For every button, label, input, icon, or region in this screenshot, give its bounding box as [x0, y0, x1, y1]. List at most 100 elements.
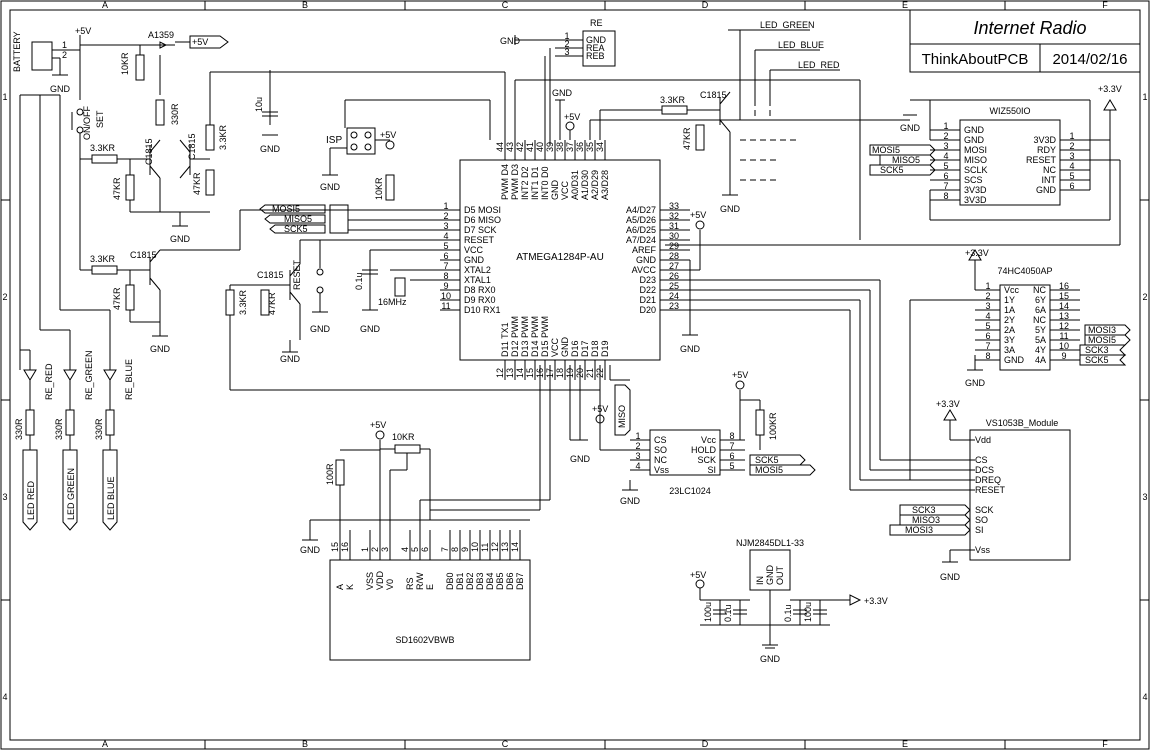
hc-pin-num: 11 [1059, 331, 1068, 341]
hc-pin-label: 3A [1004, 345, 1015, 355]
hc-pin-num: 13 [1059, 311, 1069, 321]
r10k-label: 10KR [120, 52, 130, 75]
sram-pin-label: NC [654, 455, 667, 465]
mcu-pin-label: D15 PWM [540, 316, 550, 357]
lcd-pin-num: 11 [480, 543, 490, 552]
hc-pin-label: 3Y [1004, 335, 1015, 345]
frame-row-right-3: 3 [1142, 492, 1147, 502]
sram-pin-num: 1 [635, 431, 640, 441]
wiz-pin-num: 3 [1069, 151, 1074, 161]
mcu-pin-num: 29 [669, 241, 679, 251]
sram-miso: MISO [617, 405, 627, 428]
re-pin-num: 3 [564, 47, 569, 57]
wiz-wiring: GND MOSI5 MISO5 SCK5 +3.3V [665, 84, 1122, 246]
frame-col-top-C: C [502, 0, 509, 10]
mcu-pin-num: 38 [555, 142, 565, 152]
re-pin-num: 1 [564, 31, 569, 41]
reg-name: NJM2845DL1-33 [736, 538, 804, 548]
sram-gnd: GND [620, 496, 641, 506]
gnd-rst: GND [280, 354, 301, 364]
lcd-gnd: GND [300, 545, 321, 555]
reg-in-5v: +5V [690, 570, 706, 580]
mcu-pin-num: 44 [495, 142, 505, 152]
hc-pin-label: GND [1004, 355, 1025, 365]
sram-pin-num: 2 [635, 441, 640, 451]
mcu-pin-label: PWM D3 [510, 164, 520, 200]
mcu-pin-num: 21 [585, 368, 595, 378]
gnd-set: GND [150, 344, 171, 354]
bat-gnd: GND [50, 84, 71, 94]
battery-label: BATTERY [12, 31, 22, 72]
mcu-pin-label: D22 [639, 285, 656, 295]
sram-wiring: +5V MISO GND +5V 100KR SCK5 MOSI5 [592, 370, 816, 506]
mcu-name: ATMEGA1284P-AU [516, 252, 604, 263]
reg-pin-label: OUT [775, 566, 785, 586]
author-label: ThinkAboutPCB [922, 51, 1029, 68]
frame-row-right-1: 1 [1142, 92, 1147, 102]
lcd-pin-label: VSS [365, 572, 375, 590]
sram-mosi5: MOSI5 [755, 465, 783, 475]
mcu-pin-label: A4/D27 [626, 205, 656, 215]
mcu-pin-label: D23 [639, 275, 656, 285]
c1815-b: C1815 [187, 133, 197, 160]
c01u-a: 0.1u [354, 272, 364, 290]
wiz-name: WIZ550IO [989, 106, 1030, 116]
bat-pin1: 1 [62, 40, 67, 50]
re-gnd: GND [500, 36, 521, 46]
sram-pin-label: HOLD [691, 445, 717, 455]
hc-pin-num: 6 [985, 331, 990, 341]
led-driver-transistor: 3.3KR C1815 47KR GND [599, 90, 741, 214]
hc-pin-num: 16 [1059, 281, 1069, 291]
wiz-pin-label: 3V3D [964, 195, 987, 205]
bottom-gnd: GND [570, 454, 591, 464]
sram-pin-label: SO [654, 445, 667, 455]
sram-5v: +5V [732, 370, 748, 380]
mcu-pin-num: 28 [669, 251, 679, 261]
lcd-pin-label: DB2 [465, 572, 475, 590]
mcu-pin-label: RESET [464, 235, 495, 245]
lcd-pin-label: R/W [415, 572, 425, 590]
wiz-pin-num: 4 [1069, 161, 1074, 171]
a1359-label: A1359 [148, 30, 174, 40]
mcu-pin-num: 3 [443, 221, 448, 231]
r47k-d: 47KR [267, 292, 277, 315]
mcu-pin-label: D13 PWM [520, 316, 530, 357]
vs-pin-label: CS [975, 455, 988, 465]
top-5v: +5V [564, 112, 580, 122]
reg-cap-label: 100u [703, 602, 713, 622]
vs1053-module: VS1053B_Module VddCSDCSDREQRESETSCKSOSIV… [969, 418, 1071, 561]
lcd-5v: +5V [370, 420, 386, 430]
mcu-pin-label: A6/D25 [626, 225, 656, 235]
lcd-pin-num: 7 [440, 547, 450, 552]
bat-5v: +5V [75, 26, 91, 36]
mcu-pin-label: AVCC [632, 265, 657, 275]
r100k-label: 100KR [768, 412, 778, 440]
led-blue-label: RE_BLUE [124, 359, 134, 400]
hc-pin-label: 1A [1004, 305, 1015, 315]
lcd-pin-num: 1 [360, 547, 370, 552]
lcd-pin-label: V0 [385, 579, 395, 590]
hc-pin-num: 4 [985, 311, 990, 321]
c1815-e: C1815 [700, 90, 727, 100]
lcd-pin-label: DB3 [475, 572, 485, 590]
set-label: SET [95, 110, 105, 128]
mcu-pin-label: D9 RX0 [464, 295, 496, 305]
mcu-pin-label: D16 [570, 340, 580, 357]
hc-pin-label: NC [1033, 285, 1046, 295]
frame-col-top-B: B [302, 0, 308, 10]
lcd-pin-label: DB7 [515, 572, 525, 590]
mcu-pin-label: GND [560, 337, 570, 358]
isp-mosi5: MOSI5 [272, 204, 300, 214]
c10u-label: 10u [254, 97, 264, 112]
r33k-d: 3.3KR [238, 289, 248, 315]
wiz-pin-num: 5 [1069, 171, 1074, 181]
r47k-b: 47KR [192, 172, 202, 195]
mcu-pin-num: 42 [515, 142, 525, 152]
lcd-pin-num: 14 [510, 542, 520, 552]
vs-pin-label: SO [975, 515, 988, 525]
lcd-pin-label: K [345, 584, 355, 590]
power-control-transistors: 3.3KR C1815 47KR C1815 47KR 3.3KR GND [80, 71, 506, 244]
isp-sck5: SCK5 [284, 224, 308, 234]
lcd-pin-label: E [425, 584, 435, 590]
